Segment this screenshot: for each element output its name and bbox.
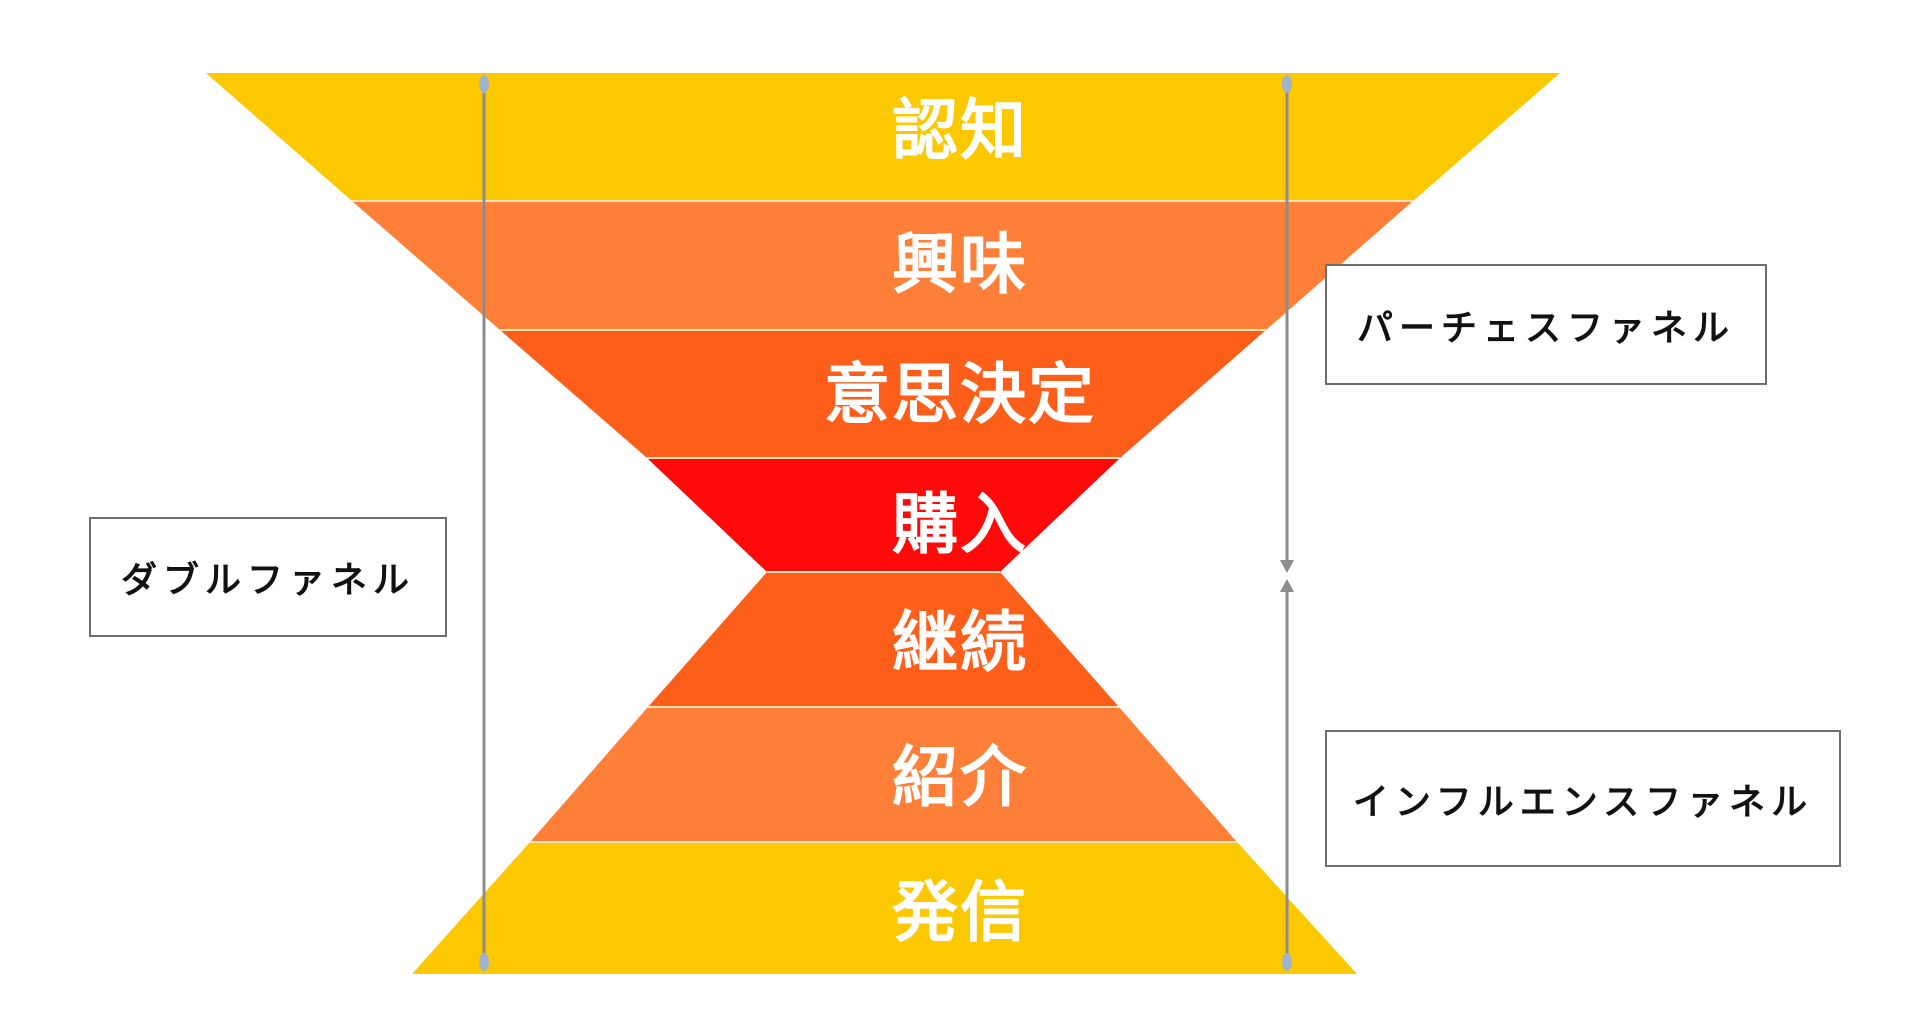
stage-label-referral: 紹介 bbox=[892, 739, 1028, 816]
stage-band-decision bbox=[500, 330, 1266, 458]
purchase-funnel-label-box: パーチェスファネル bbox=[1325, 264, 1767, 385]
arrowhead-down-icon bbox=[1280, 560, 1294, 573]
stage-label-purchase: 購入 bbox=[892, 486, 1028, 563]
purchase-funnel-span-arrow bbox=[1280, 75, 1294, 573]
double-funnel-span-arrow bbox=[479, 75, 489, 971]
double-funnel-label: ダブルファネル bbox=[120, 560, 415, 601]
influence-funnel-span-arrow bbox=[1280, 579, 1294, 971]
stage-band-broadcast bbox=[412, 842, 1357, 974]
stage-band-continuation bbox=[648, 572, 1119, 707]
arrowhead-up-icon bbox=[1280, 579, 1294, 592]
stage-band-awareness bbox=[206, 73, 1560, 201]
stage-label-interest: 興味 bbox=[892, 226, 1028, 303]
line-end-cap-icon bbox=[479, 75, 489, 93]
line-end-cap-icon bbox=[1282, 75, 1292, 93]
stage-label-awareness: 認知 bbox=[892, 92, 1028, 169]
double-funnel-label-box: ダブルファネル bbox=[89, 517, 447, 637]
stage-band-purchase bbox=[647, 458, 1120, 572]
influence-funnel-label: インフルエンスファネル bbox=[1352, 781, 1814, 823]
stage-label-continuation: 継続 bbox=[892, 604, 1028, 681]
stage-label-broadcast: 発信 bbox=[892, 874, 1028, 951]
stage-band-referral bbox=[530, 707, 1237, 842]
line-end-cap-icon bbox=[1282, 953, 1292, 971]
stage-label-decision: 意思決定 bbox=[824, 356, 1096, 433]
line-end-cap-icon bbox=[479, 953, 489, 971]
purchase-funnel-label: パーチェスファネル bbox=[1356, 307, 1735, 349]
stage-band-interest bbox=[352, 201, 1413, 330]
band-separators bbox=[352, 200, 1413, 843]
influence-funnel-label-box: インフルエンスファネル bbox=[1325, 730, 1841, 867]
